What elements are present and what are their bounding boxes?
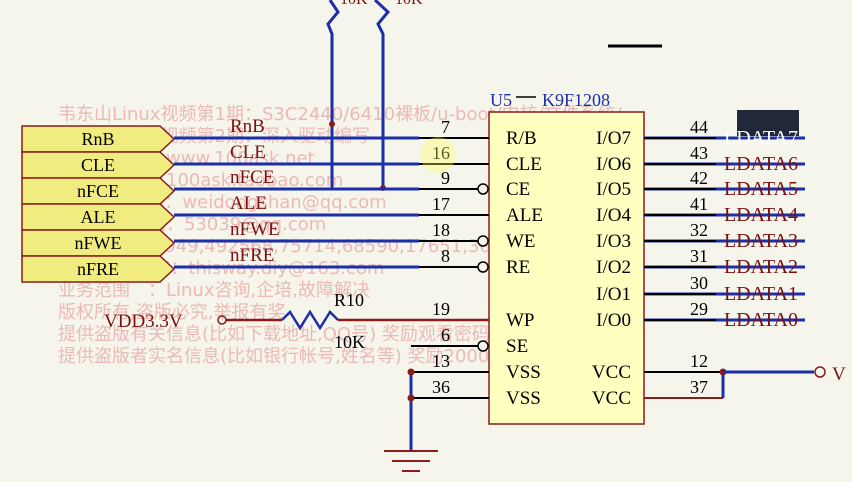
- net-label: ALE: [230, 193, 267, 214]
- top-resistor-value-2: 10K: [395, 0, 423, 8]
- pin-name: ALE: [506, 205, 543, 226]
- data-nets: LDATA7LDATA6LDATA5LDATA4LDATA3LDATA2LDAT…: [724, 127, 798, 331]
- pin-number: 17: [432, 194, 450, 214]
- pin-number: 12: [690, 351, 708, 371]
- watermark-line: 提供盗版者实名信息(比如银行帐号,姓名等) 奖励2000元: [58, 346, 507, 367]
- pin-number: 32: [690, 220, 708, 240]
- pin-number: 29: [690, 299, 708, 319]
- pin-number: 13: [432, 351, 450, 371]
- port-connector[interactable]: [21, 229, 176, 257]
- r10-zigzag: [281, 309, 339, 331]
- pin-number: 19: [432, 299, 450, 319]
- pin-number: 7: [441, 117, 450, 137]
- port-connector[interactable]: [21, 177, 176, 205]
- pin-number: 44: [690, 117, 708, 137]
- pin-name: I/O3: [596, 231, 631, 252]
- pin-number: 43: [690, 143, 708, 163]
- port-label: ALE: [81, 207, 116, 227]
- pin-name: VSS: [506, 388, 541, 409]
- junction-dot: [329, 121, 335, 127]
- pin-name: I/O0: [596, 310, 631, 331]
- net-wires: RnB CLE nFCE ALE nFWE nFRE: [174, 116, 419, 269]
- watermark-line: 业务范围 ：Linux咨询,企培,故障解决: [58, 280, 370, 301]
- port-connector[interactable]: [21, 125, 176, 153]
- watermark-line: 韦东山Linux视频第1期：S3C2440/6410裸板/u-boot/内核/文…: [58, 104, 623, 125]
- vdd-net-label: VDD3.3V: [104, 311, 183, 332]
- pin-name: VCC: [592, 362, 631, 383]
- pin-name: WP: [506, 310, 535, 331]
- pin-number: 41: [690, 194, 708, 214]
- pin-name: CLE: [506, 154, 542, 175]
- port-connectors: RnB CLE nFCE ALE nFWE nFRE: [21, 125, 176, 283]
- data-net-label[interactable]: LDATA3: [724, 230, 798, 252]
- data-net-label[interactable]: LDATA2: [724, 256, 798, 278]
- pin-number: 42: [690, 168, 708, 188]
- pin-number: 6: [441, 325, 450, 345]
- pin-name: R/B: [506, 128, 537, 149]
- pin-number: 37: [690, 377, 708, 397]
- net-label: RnB: [230, 116, 265, 137]
- pin-number: 31: [690, 246, 708, 266]
- wp-pullup: VDD3.3V R10 10K: [104, 290, 489, 352]
- port-connector[interactable]: [21, 255, 176, 283]
- net-label: nFRE: [230, 245, 274, 266]
- pin-name: VCC: [592, 388, 631, 409]
- top-resistors: [326, 0, 391, 188]
- pin-number: 30: [690, 273, 708, 293]
- resistor-designator: R10: [334, 290, 364, 310]
- net-label: nFWE: [230, 219, 280, 240]
- port-label: CLE: [81, 155, 115, 175]
- chip-right-pins: 44I/O7 43I/O6 42I/O5 41I/O4 32I/O3 31I/O2 30I/…: [592, 117, 805, 409]
- port-label: RnB: [81, 129, 114, 149]
- pin-name: I/O2: [596, 257, 631, 278]
- watermark-line: 提供盗版有关信息(比如下载地址,QQ号) 奖励观看密码一个: [58, 324, 526, 345]
- data-net-label[interactable]: LDATA4: [724, 204, 798, 226]
- port-label: nFCE: [77, 181, 119, 201]
- ground-network: [384, 368, 438, 472]
- port-label: nFRE: [77, 259, 119, 279]
- pin-name: I/O7: [596, 128, 631, 149]
- pin-number: 9: [441, 168, 450, 188]
- resistor-value: 10K: [334, 332, 365, 352]
- data-net-label[interactable]: LDATA0: [724, 309, 798, 331]
- selected-net-highlight: [737, 110, 799, 136]
- inverter-bubble: [477, 340, 489, 352]
- chip-designator: U5: [490, 90, 512, 110]
- pin-name: I/O4: [596, 205, 631, 226]
- cursor-highlight: [420, 137, 456, 173]
- data-net-label[interactable]: LDATA1: [724, 283, 798, 305]
- pin-name: I/O5: [596, 179, 631, 200]
- pin-number: 16: [432, 143, 450, 163]
- pin-name: SE: [506, 336, 528, 357]
- port-label: nFWE: [75, 233, 122, 253]
- pin-name: I/O1: [596, 284, 631, 305]
- pin-name: VSS: [506, 362, 541, 383]
- pin-name: CE: [506, 179, 530, 200]
- inverter-bubble: [477, 261, 489, 273]
- net-label: nFCE: [230, 167, 274, 188]
- watermark-line: 版权所有,盗版必究,举报有奖: [58, 302, 285, 323]
- data-net-label[interactable]: LDATA7: [724, 127, 798, 149]
- net-label: CLE: [230, 142, 266, 163]
- data-net-label[interactable]: LDATA6: [724, 153, 798, 175]
- pin-number: 18: [432, 220, 450, 240]
- pin-name: I/O6: [596, 154, 631, 175]
- pin-name: RE: [506, 257, 530, 278]
- top-resistor-value-1: 10K: [340, 0, 368, 8]
- pin-number: 36: [432, 377, 450, 397]
- vcc-net-label: V: [832, 364, 846, 385]
- inverter-bubble: [477, 183, 489, 195]
- pin-number: 8: [441, 246, 450, 266]
- port-connector[interactable]: [21, 203, 176, 231]
- chip-part-number: K9F1208: [542, 90, 610, 110]
- k9f1208-chip-body[interactable]: [488, 111, 645, 425]
- chip-left-pins: 7R/B16CLE9CE17ALE18WE8RE19WP6SE13VSS36VS…: [411, 117, 543, 409]
- port-connector[interactable]: [21, 151, 176, 179]
- vcc-network: V: [644, 364, 846, 399]
- inverter-bubble: [477, 235, 489, 247]
- pin-name: WE: [506, 231, 536, 252]
- data-net-label[interactable]: LDATA5: [724, 178, 798, 200]
